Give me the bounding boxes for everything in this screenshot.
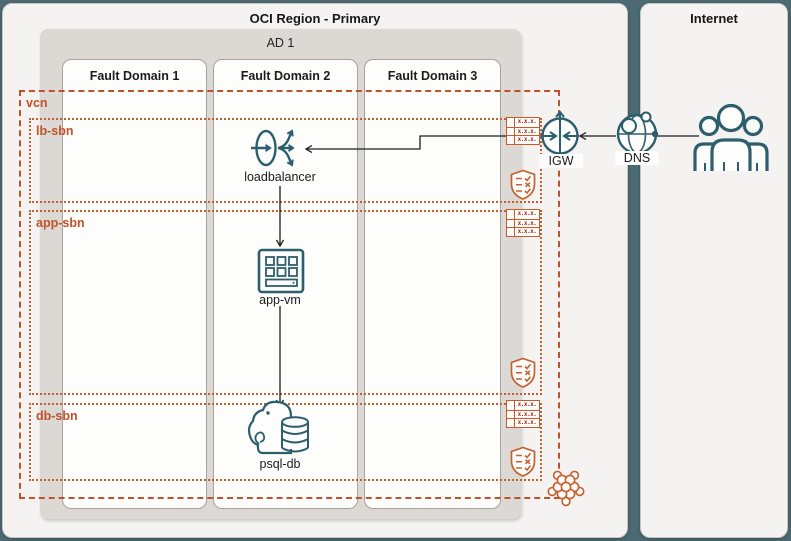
internet-panel: Internet — [640, 3, 788, 538]
subnet-app-label: app-sbn — [36, 216, 85, 230]
loadbalancer-label: loadbalancer — [244, 170, 316, 184]
fault-domain-1-label: Fault Domain 1 — [89, 69, 180, 83]
fault-domain-2-label: Fault Domain 2 — [240, 69, 331, 83]
psql-db-label: psql-db — [259, 457, 301, 471]
route-row-value: x.x.x. — [517, 127, 537, 135]
dns-icon — [616, 111, 659, 155]
route-row-value: x.x.x. — [517, 136, 537, 144]
loadbalancer-icon — [251, 129, 295, 167]
route-row-value: x.x.x. — [517, 401, 537, 408]
route-row-key — [507, 410, 515, 419]
route-row-value: x.x.x. — [517, 219, 537, 227]
dns-label: DNS — [615, 151, 659, 165]
fault-domain-1-panel: Fault Domain 1 — [62, 59, 207, 509]
connector-lines — [280, 136, 699, 406]
security-list-icon — [510, 446, 536, 477]
internet-title: Internet — [690, 11, 738, 26]
route-row-key — [507, 228, 515, 236]
psql-db-icon — [247, 400, 309, 455]
security-list-icon — [510, 169, 536, 200]
route-row-value: x.x.x. — [517, 210, 537, 217]
route-row-key — [507, 127, 515, 136]
route-row-value: x.x.x. — [517, 118, 537, 125]
region-title: OCI Region - Primary — [249, 11, 381, 26]
fault-domain-3-label: Fault Domain 3 — [387, 69, 478, 83]
availability-domain-label: AD 1 — [266, 36, 295, 50]
vcn-hex-icon — [547, 470, 585, 507]
route-row-key — [507, 419, 515, 427]
igw-icon — [541, 110, 579, 162]
app-vm-label: app-vm — [259, 293, 301, 307]
route-table-icon: x.x.x. x.x.x. x.x.x. — [506, 209, 540, 237]
app-vm-icon — [257, 248, 305, 294]
subnet-lb-label: lb-sbn — [36, 124, 74, 138]
route-row-key — [507, 118, 515, 127]
route-row-key — [507, 210, 515, 219]
users-icon — [693, 103, 769, 171]
route-row-key — [507, 136, 515, 144]
vcn-label: vcn — [26, 96, 48, 110]
route-row-value: x.x.x. — [517, 228, 537, 236]
vcn-boundary: vcn — [19, 90, 560, 499]
subnet-db-label: db-sbn — [36, 409, 78, 423]
route-row-key — [507, 401, 515, 410]
route-row-value: x.x.x. — [517, 410, 537, 418]
route-table-icon: x.x.x. x.x.x. x.x.x. — [506, 117, 540, 145]
igw-to-loadbalancer-arrow — [306, 135, 543, 149]
fault-domain-3-panel: Fault Domain 3 — [364, 59, 501, 509]
route-row-value: x.x.x. — [517, 419, 537, 427]
security-list-icon — [510, 357, 536, 388]
subnet-app: app-sbn — [29, 210, 542, 395]
route-table-icon: x.x.x. x.x.x. x.x.x. — [506, 400, 540, 428]
route-row-key — [507, 219, 515, 228]
igw-label: IGW — [539, 154, 583, 168]
